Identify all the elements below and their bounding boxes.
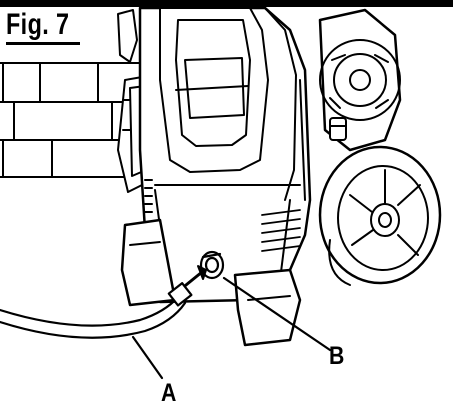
callout-leaders [131,276,332,380]
callout-b: B [329,342,345,370]
wheel [318,145,442,286]
base [120,218,302,347]
figure-label-underline [6,42,80,45]
hose-reel [318,8,402,152]
top-rule [0,0,453,7]
figure-label: Fig. 7 [6,8,70,41]
machine-body [138,6,312,304]
brick-wall [0,62,141,178]
garden-hose [0,282,193,339]
connection-arrow [184,265,207,287]
side-vents [261,209,301,252]
callout-a: A [161,379,177,407]
